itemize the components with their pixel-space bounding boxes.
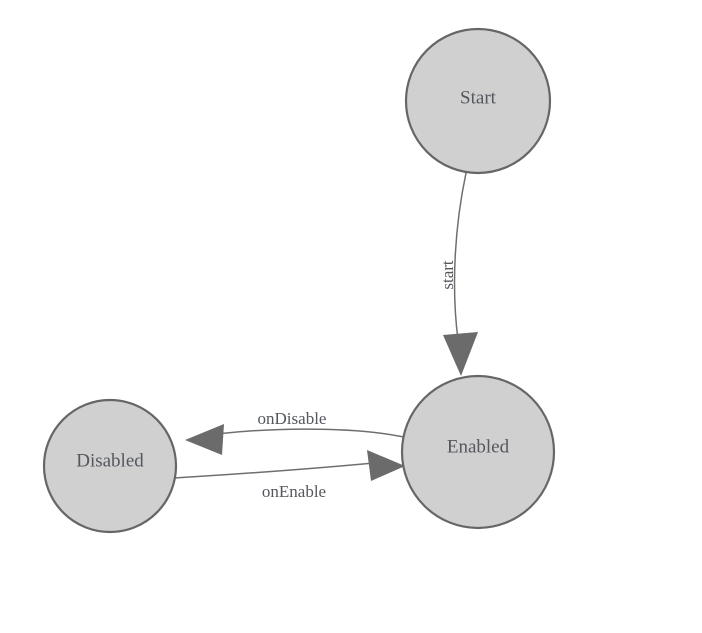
node-start[interactable]: Start: [404, 27, 552, 175]
node-enabled-circle: [400, 374, 556, 530]
edge-disabled-to-enabled[interactable]: onEnable: [173, 450, 405, 501]
node-enabled[interactable]: Enabled: [400, 374, 556, 530]
node-disabled[interactable]: Disabled: [42, 398, 178, 534]
edge-start-to-enabled-arrowhead: [443, 332, 478, 376]
edge-start-to-enabled-path: [453, 172, 467, 341]
edge-enabled-to-disabled-arrowhead: [185, 424, 224, 455]
node-disabled-circle: [42, 398, 178, 534]
node-disabled-label: Disabled: [76, 450, 144, 471]
node-start-label: Start: [460, 87, 497, 108]
node-enabled-label: Enabled: [447, 436, 510, 457]
edge-label-ondisable: onDisable: [258, 409, 327, 428]
edge-disabled-to-enabled-arrowhead: [367, 450, 405, 481]
edge-label-onenable: onEnable: [262, 482, 326, 501]
edge-start-to-enabled[interactable]: start: [438, 172, 478, 376]
edge-enabled-to-disabled-path: [195, 428, 405, 438]
node-start-circle: [404, 27, 552, 175]
edge-disabled-to-enabled-path: [173, 462, 375, 479]
edge-enabled-to-disabled[interactable]: onDisable: [185, 409, 405, 455]
edge-label-start: start: [438, 260, 457, 290]
